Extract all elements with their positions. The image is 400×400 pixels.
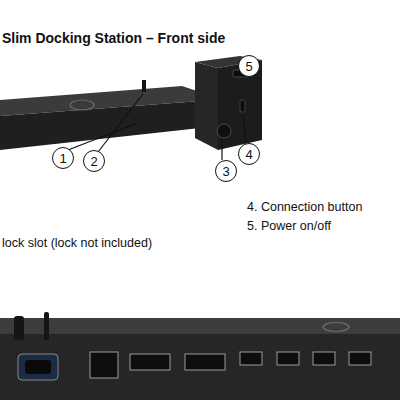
hook — [14, 316, 24, 340]
vga-socket — [25, 360, 51, 374]
callout-circle: 4 — [238, 143, 260, 165]
callout-number: 4 — [245, 148, 252, 161]
lock-slot — [217, 124, 231, 138]
displayport — [130, 354, 170, 370]
callout-circle: 1 — [52, 147, 74, 169]
dock-front-view — [0, 56, 262, 150]
caption-label: lock slot (lock not included) — [2, 236, 152, 250]
callout-circle: 5 — [238, 55, 260, 77]
usb-port — [277, 352, 299, 365]
caption-label: 4. Connection button — [247, 200, 362, 214]
leader-line — [68, 124, 135, 150]
callout-number: 2 — [90, 155, 97, 168]
callout-number: 1 — [59, 152, 66, 165]
leader-line — [243, 114, 246, 143]
leader-lines — [68, 74, 246, 160]
dock-rear-view — [0, 312, 400, 400]
latch-pin — [142, 80, 146, 92]
usb-port — [313, 352, 335, 365]
callout-number: 5 — [245, 60, 252, 73]
displayport — [185, 354, 225, 370]
leader-line — [98, 94, 143, 152]
callout-circle: 3 — [215, 160, 237, 182]
diagram-title: Slim Docking Station – Front side — [2, 30, 225, 46]
vga-port — [18, 354, 58, 380]
pin — [44, 312, 49, 340]
usb-port — [349, 352, 371, 365]
connection-button — [240, 100, 245, 112]
hp-logo — [70, 100, 94, 110]
callout-circle: 2 — [83, 150, 105, 172]
dock-front-face — [0, 101, 200, 150]
caption-label: 5. Power on/off — [247, 219, 331, 233]
dock-block-side — [195, 62, 218, 150]
ethernet-port — [90, 352, 118, 378]
hp-logo — [323, 323, 349, 332]
callout-number: 3 — [222, 165, 229, 178]
usb-port — [240, 352, 262, 365]
dock-rear-body — [0, 334, 400, 400]
leader-line — [221, 140, 222, 160]
